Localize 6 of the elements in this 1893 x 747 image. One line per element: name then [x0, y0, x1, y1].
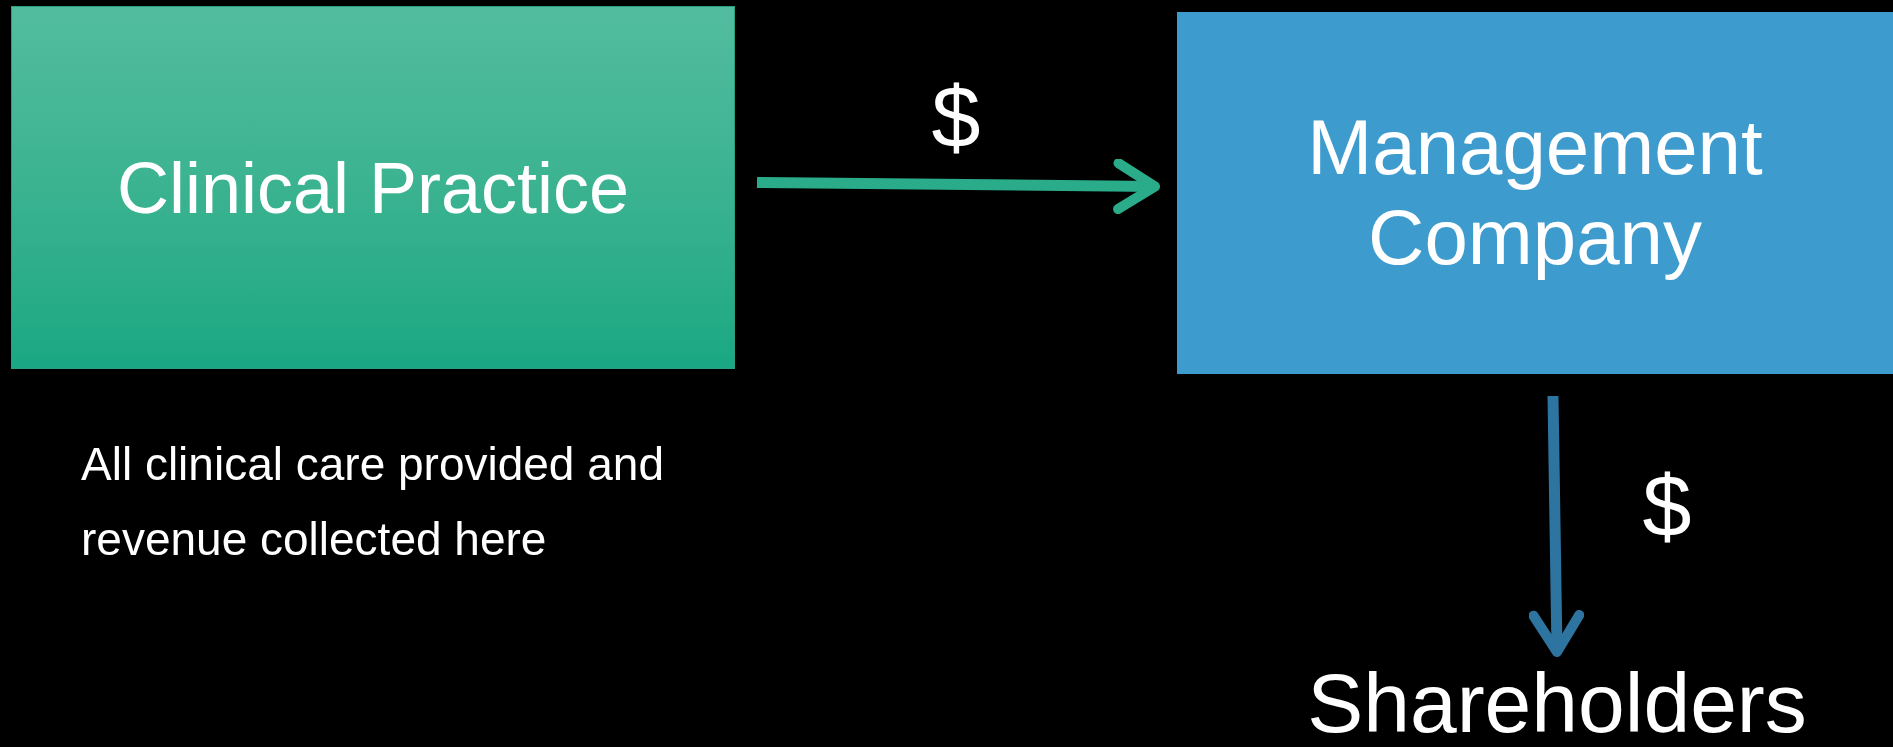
process-box: Clinical Practice [11, 6, 735, 369]
note-text: All clinical care provided and revenue collected here [81, 437, 665, 567]
node-text: Shareholders [1267, 660, 1847, 746]
arrow [756, 158, 1161, 215]
process-box: Management Company [1177, 12, 1893, 374]
arrow [1528, 395, 1585, 658]
